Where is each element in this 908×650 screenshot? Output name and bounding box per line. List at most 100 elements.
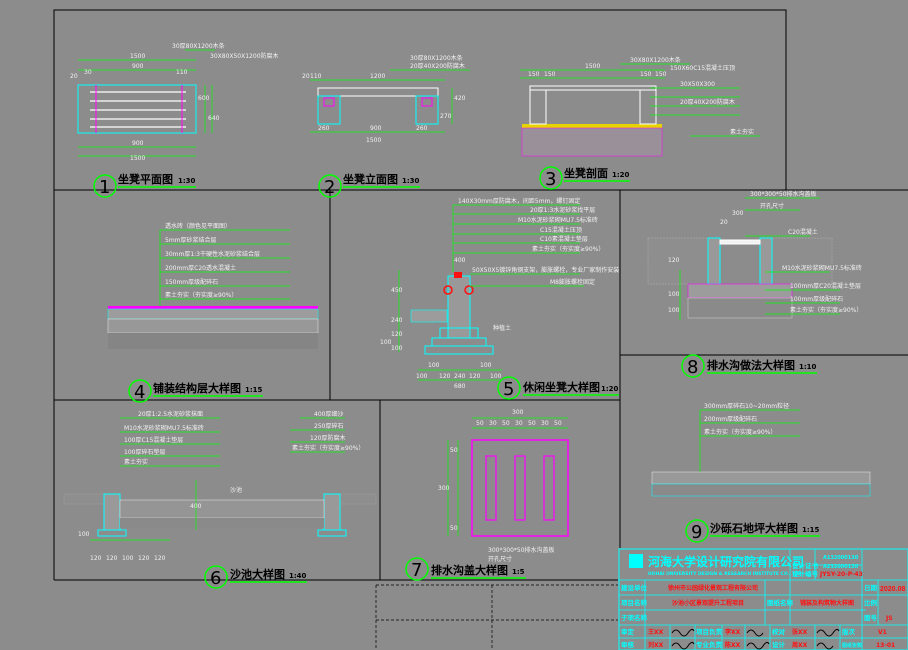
label: 沙砾石地坪大样图 bbox=[710, 521, 798, 535]
reviewer-value: 刘XX bbox=[648, 641, 664, 649]
dim: 1500 bbox=[130, 155, 145, 162]
note: 种植土 bbox=[493, 324, 511, 332]
approver-value: 王XX bbox=[648, 629, 664, 636]
dim: 100 bbox=[668, 291, 680, 298]
dim: 50 bbox=[476, 420, 484, 427]
label: 1:5 bbox=[512, 568, 525, 576]
note: 400厚细沙 bbox=[314, 410, 343, 418]
dim: 240 bbox=[454, 373, 466, 380]
label: 沙池大样图 bbox=[230, 567, 285, 581]
checker-label: 校对 bbox=[772, 627, 786, 636]
dim: 100 bbox=[122, 555, 134, 562]
note: M10水泥砂浆砌MU7.5标准砖 bbox=[124, 424, 204, 432]
label: 3 bbox=[545, 169, 556, 190]
note: 100厚碎石垫层 bbox=[124, 448, 165, 456]
dim: 300 bbox=[438, 485, 450, 492]
note: 30厚80X1200木条 bbox=[172, 42, 225, 50]
reviewer-label: 审核 bbox=[621, 640, 635, 649]
label: 休闲坐凳大样图 bbox=[522, 380, 600, 394]
label: 铺装结构层大样图 bbox=[153, 381, 241, 395]
dim: 150 bbox=[640, 71, 652, 78]
dim: 1500 bbox=[366, 137, 381, 144]
label: 8 bbox=[687, 357, 698, 378]
dim: 50 bbox=[502, 420, 510, 427]
dim: 450 bbox=[391, 287, 403, 294]
panel-6-sandpit: 20厚1:2.5水泥砂浆抹面 M10水泥砂浆砌MU7.5标准砖 100厚C15混… bbox=[63, 410, 377, 562]
label: 排水沟盖大样图 bbox=[431, 563, 508, 577]
label: 4 bbox=[134, 382, 145, 403]
company-logo bbox=[629, 554, 643, 568]
dim: 600 bbox=[198, 95, 210, 102]
dim: 100 bbox=[416, 373, 428, 380]
note: 100mm厚C20混凝土垫层 bbox=[790, 282, 861, 290]
dim: 120 bbox=[439, 373, 451, 380]
dim: 110 bbox=[310, 73, 322, 80]
designer-value: 周XX bbox=[792, 641, 808, 649]
label: 1:30 bbox=[178, 177, 196, 185]
panel-1-bench-plan: 1500 900 20 30 110 600 640 900 1500 30厚8… bbox=[70, 42, 279, 162]
note: 20厚40X200防腐木 bbox=[680, 98, 735, 106]
note: 300mm厚碎石10~20mm粒径 bbox=[704, 402, 789, 410]
dim: 900 bbox=[370, 125, 382, 132]
title-block: 河海大学设计研究院有限公司 HOHAI UNIVERSITY DESIGN & … bbox=[618, 548, 908, 650]
dim: 100 bbox=[78, 531, 90, 538]
dim: 1500 bbox=[130, 53, 145, 60]
note: 100厚C15混凝土垫层 bbox=[124, 436, 183, 444]
note: 140X30mm厚防腐木，间距5mm，螺钉固定 bbox=[458, 197, 580, 205]
note: C15混凝土压顶 bbox=[540, 226, 582, 234]
dim: 50 bbox=[450, 525, 458, 532]
note: M10水泥砂浆砌MU7.5标准砖 bbox=[518, 216, 598, 224]
panel-8-drain-ditch: 300*300*50排水沟盖板 开孔尺寸 C20混凝土 M10水泥砂浆砌MU7.… bbox=[647, 190, 862, 320]
version-value: V1 bbox=[878, 629, 887, 636]
note: 透水砖（颜色见平面图） bbox=[165, 222, 231, 230]
note: 素土夯实（夯实度≥90%） bbox=[790, 306, 862, 314]
note: 200mm厚C20透水混凝土 bbox=[165, 264, 236, 272]
dim: 150 bbox=[528, 71, 540, 78]
note: 200mm厚级配碎石 bbox=[704, 415, 757, 423]
date-label: 日期 bbox=[864, 583, 878, 592]
label: 1:15 bbox=[802, 526, 820, 534]
dim: 240 bbox=[391, 317, 403, 324]
dim: 900 bbox=[132, 63, 144, 70]
project-value: 沙池小区景观提升工程项目 bbox=[672, 599, 744, 607]
dim: 900 bbox=[132, 140, 144, 147]
note: M10水泥砂浆砌MU7.5标准砖 bbox=[782, 264, 862, 272]
note: M8膨胀螺栓固定 bbox=[550, 278, 595, 286]
company-name: 河海大学设计研究院有限公司 bbox=[647, 554, 804, 569]
dim: 1500 bbox=[585, 63, 600, 70]
dim: 100 bbox=[480, 362, 492, 369]
approver-label: 审定 bbox=[621, 627, 635, 636]
label: 坐凳立面图 bbox=[343, 172, 398, 186]
note: 120厚防腐木 bbox=[310, 434, 345, 442]
dim: 50 bbox=[450, 447, 458, 454]
note: 20厚1:3水泥砂浆找平层 bbox=[530, 206, 595, 214]
dim: 110 bbox=[176, 69, 188, 76]
dashed-sheet-outline bbox=[375, 584, 618, 650]
note: 5mm厚砂浆结合层 bbox=[165, 236, 217, 244]
dim: 260 bbox=[318, 125, 330, 132]
dim: 20 bbox=[302, 73, 310, 80]
dim: 30 bbox=[84, 69, 92, 76]
design-no-value: JYSY-20-P-43 bbox=[819, 571, 863, 578]
note: 30X80X50X1200防腐木 bbox=[210, 52, 279, 60]
dim: 100 bbox=[391, 345, 403, 352]
sheet-count-label: 图纸张数 bbox=[842, 642, 863, 649]
version-label: 版次 bbox=[841, 627, 856, 636]
cert-value-2: A232000130 bbox=[823, 564, 859, 570]
dim: 100 bbox=[668, 307, 680, 314]
design-no-label: 设计编号 bbox=[792, 569, 819, 578]
note: 30X50X300 bbox=[680, 81, 715, 88]
note: 30厚80X1200木条 bbox=[410, 54, 463, 62]
note: 开孔尺寸 bbox=[488, 555, 512, 563]
dim: 120 bbox=[469, 373, 481, 380]
note: 20厚1:2.5水泥砂浆抹面 bbox=[138, 410, 203, 418]
dim: 120 bbox=[138, 555, 150, 562]
note: 300*300*50排水沟盖板 bbox=[750, 190, 817, 198]
note: 沙池 bbox=[230, 486, 242, 494]
cert-label: 设计证书 bbox=[792, 561, 819, 570]
